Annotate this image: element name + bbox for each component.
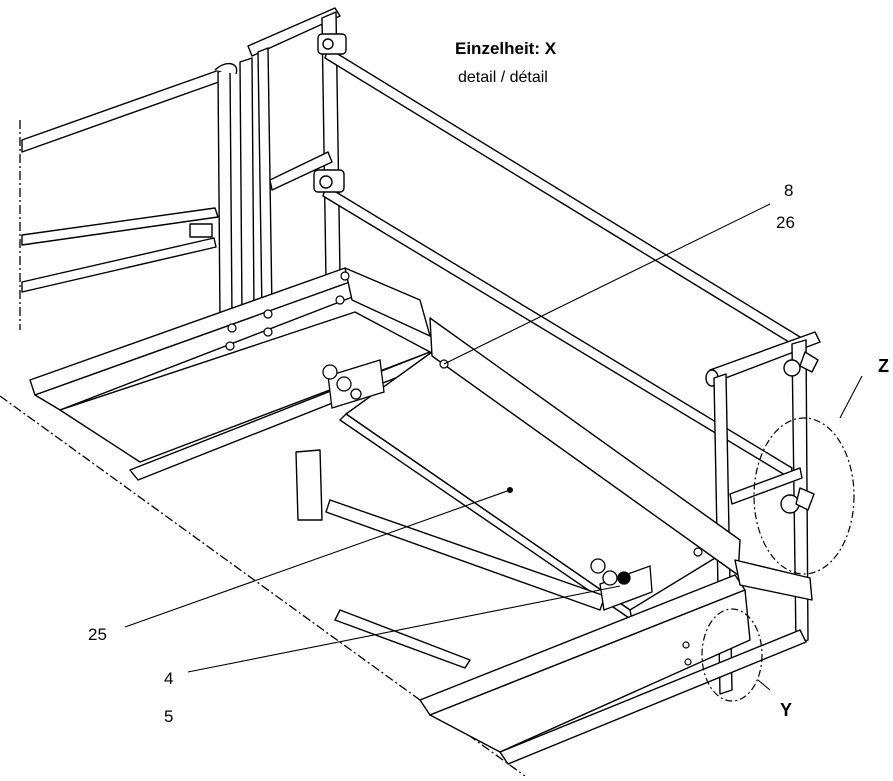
detail-circle-y bbox=[701, 608, 763, 702]
callout-25: 25 bbox=[88, 625, 107, 644]
leader-z bbox=[839, 375, 863, 419]
back-clamp-bracket bbox=[327, 359, 385, 409]
left-railing bbox=[21, 7, 341, 321]
mid-clamp-bolt bbox=[319, 175, 333, 189]
support-strut bbox=[325, 499, 606, 611]
detail-circle-z bbox=[753, 417, 855, 575]
bolt bbox=[693, 547, 703, 557]
left-lower-rail bbox=[21, 237, 217, 293]
back-end-plate bbox=[344, 267, 431, 337]
hardware bbox=[225, 271, 703, 666]
detail-marker-y: Y bbox=[780, 700, 792, 720]
front-mid-rail bbox=[729, 467, 803, 505]
back-clamp-knob bbox=[336, 376, 352, 392]
left-mid-rail bbox=[21, 207, 219, 246]
bolt bbox=[227, 323, 237, 333]
front-top-bracket bbox=[799, 351, 819, 373]
top-clamp-bolt bbox=[322, 38, 334, 50]
leader-8-26 bbox=[443, 203, 771, 365]
detail-title: Einzelheit: X bbox=[455, 39, 557, 58]
leader-lines bbox=[124, 203, 863, 691]
long-railing bbox=[313, 33, 806, 479]
bolt bbox=[684, 658, 692, 666]
detail-circles bbox=[701, 417, 855, 702]
back-top-rail-left bbox=[247, 7, 341, 57]
back-mid-rail-left bbox=[269, 151, 333, 191]
callout-4: 4 bbox=[164, 669, 173, 688]
bolt bbox=[263, 309, 273, 319]
bolt bbox=[340, 271, 350, 281]
leader-4-5 bbox=[187, 585, 621, 673]
bolt bbox=[682, 641, 690, 649]
front-clamp-knob bbox=[590, 558, 606, 574]
leader-y bbox=[757, 679, 771, 691]
front-clamp-knob bbox=[602, 570, 618, 586]
deck-clamps bbox=[322, 359, 653, 611]
callout-26: 26 bbox=[776, 213, 795, 232]
front-beam-bottom bbox=[499, 629, 807, 765]
front-end-plate bbox=[734, 559, 813, 601]
front-mid-bracket bbox=[795, 487, 815, 511]
left-post-a bbox=[217, 67, 233, 321]
callout-5: 5 bbox=[164, 707, 173, 726]
bolt bbox=[225, 341, 235, 351]
detail-subtitle: detail / détail bbox=[458, 69, 548, 86]
platform bbox=[29, 267, 813, 765]
leader-25 bbox=[124, 489, 511, 628]
callout-8: 8 bbox=[784, 181, 793, 200]
front-clamp-bracket bbox=[599, 565, 653, 611]
left-rail-clamp bbox=[189, 223, 213, 238]
support-leg bbox=[295, 449, 323, 521]
front-clamp-nut bbox=[617, 571, 631, 585]
lower-strut bbox=[334, 609, 471, 669]
bolt bbox=[335, 295, 345, 305]
front-top-clamp bbox=[783, 359, 801, 377]
leader-25-dot bbox=[507, 487, 513, 493]
front-beam-face bbox=[429, 589, 751, 753]
back-clamp-knob bbox=[350, 388, 362, 400]
back-clamp-knob bbox=[322, 364, 338, 380]
left-rail-elbow bbox=[214, 63, 238, 75]
left-post-b bbox=[239, 57, 255, 315]
bolt bbox=[263, 327, 273, 337]
left-top-rail bbox=[21, 67, 231, 153]
detail-marker-z: Z bbox=[878, 356, 889, 376]
